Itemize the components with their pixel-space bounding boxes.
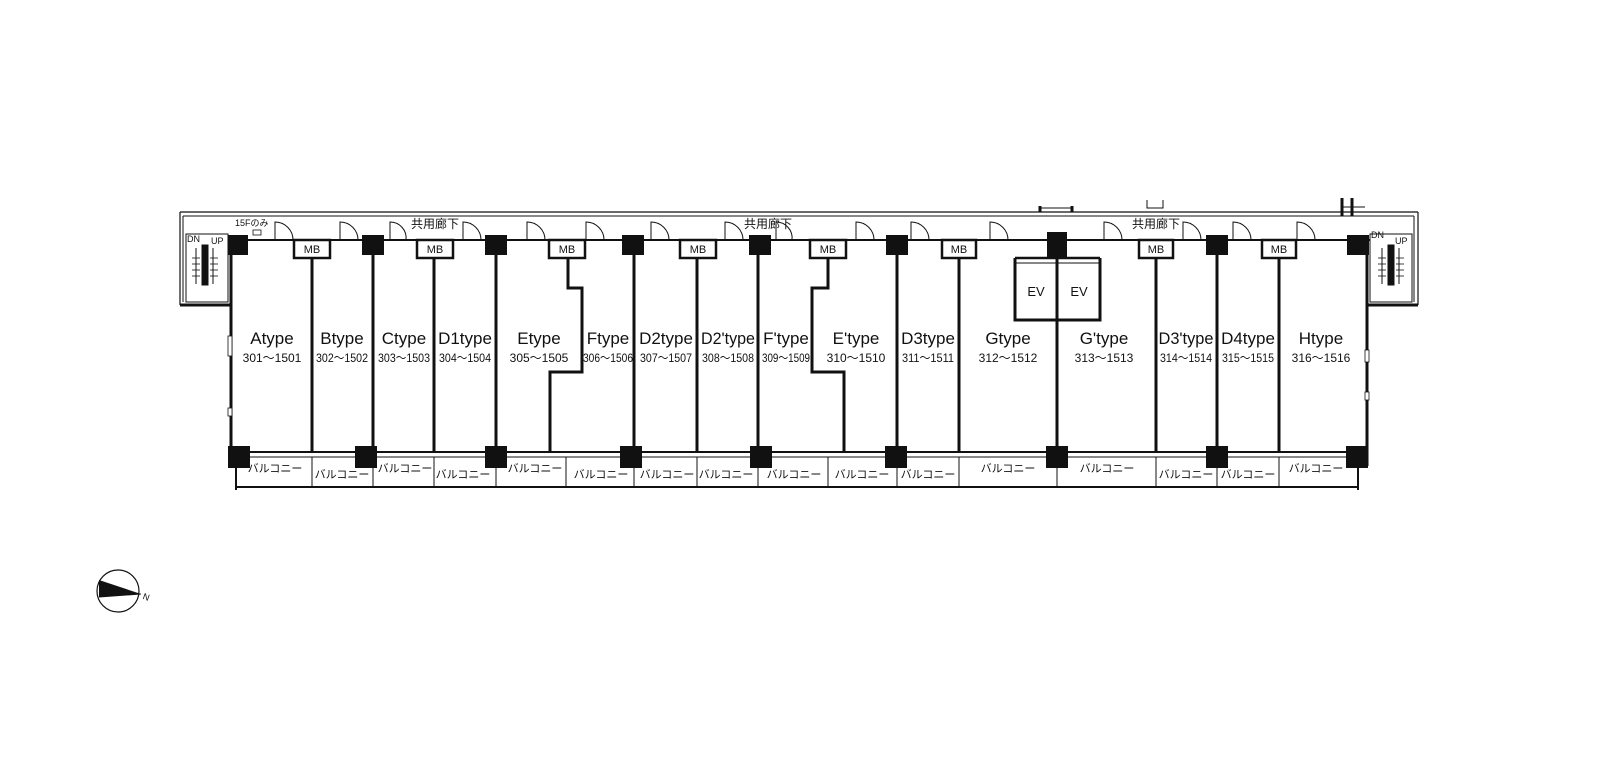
unit-range: 315〜1515 bbox=[1222, 351, 1274, 365]
mb-label: MB bbox=[1148, 244, 1165, 256]
unit-range: 310〜1510 bbox=[827, 351, 886, 365]
stair-dn-label-right: DN bbox=[1371, 230, 1384, 240]
unit-name: Ftype bbox=[587, 329, 630, 348]
unit-name: F'type bbox=[763, 329, 809, 348]
building-walls bbox=[227, 240, 1370, 490]
mb-label: MB bbox=[951, 244, 968, 256]
corridor-label: 共用廊下 bbox=[744, 216, 792, 231]
unit-range: 305〜1505 bbox=[510, 351, 569, 365]
balcony-label: バルコニー bbox=[901, 468, 956, 481]
compass-north-label: N bbox=[141, 591, 151, 603]
unit-range: 301〜1501 bbox=[243, 351, 302, 365]
balcony-label: バルコニー bbox=[640, 468, 695, 481]
stair-right bbox=[1369, 233, 1413, 303]
note-15f-marker bbox=[252, 229, 262, 236]
balcony-label: バルコニー bbox=[1080, 462, 1135, 475]
unit-name: D2'type bbox=[701, 329, 755, 348]
unit-range: 316〜1516 bbox=[1292, 351, 1351, 365]
unit-name: E'type bbox=[833, 329, 880, 348]
unit-name: D1type bbox=[438, 329, 492, 348]
unit-name: Etype bbox=[517, 329, 560, 348]
unit-name: D4type bbox=[1221, 329, 1275, 348]
balcony-label: バルコニー bbox=[699, 468, 754, 481]
mb-label: MB bbox=[690, 244, 707, 256]
unit-range: 314〜1514 bbox=[1160, 351, 1212, 365]
unit-range: 307〜1507 bbox=[640, 351, 692, 365]
unit-range: 311〜1511 bbox=[902, 351, 954, 365]
corridor-label: 共用廊下 bbox=[411, 216, 459, 231]
unit-range: 308〜1508 bbox=[702, 351, 754, 365]
unit-range: 312〜1512 bbox=[979, 351, 1038, 365]
stair-left bbox=[185, 233, 229, 303]
balcony-label: バルコニー bbox=[767, 468, 822, 481]
unit-range: 304〜1504 bbox=[439, 351, 491, 365]
mb-label: MB bbox=[427, 244, 444, 256]
unit-range: 306〜1506 bbox=[583, 351, 633, 365]
mb-label: MB bbox=[304, 244, 321, 256]
stair-up-label-right: UP bbox=[1395, 236, 1408, 246]
note-15f-only: 15Fのみ bbox=[235, 218, 269, 228]
balcony-label: バルコニー bbox=[436, 468, 491, 481]
stair-up-label-left: UP bbox=[211, 236, 224, 246]
unit-name: Gtype bbox=[985, 329, 1030, 348]
balcony-label: バルコニー bbox=[378, 462, 433, 475]
unit-name: Atype bbox=[250, 329, 293, 348]
balcony-label: バルコニー bbox=[1221, 468, 1276, 481]
balcony-label: バルコニー bbox=[574, 468, 629, 481]
unit-name: G'type bbox=[1080, 329, 1129, 348]
unit-name: D3type bbox=[901, 329, 955, 348]
unit-name: Btype bbox=[320, 329, 363, 348]
balcony-label: バルコニー bbox=[835, 468, 890, 481]
ev-label: EV bbox=[1027, 284, 1045, 299]
doors bbox=[274, 221, 1316, 241]
columns bbox=[228, 232, 1369, 468]
unit-name: D3'type bbox=[1159, 329, 1214, 348]
unit-range: 303〜1503 bbox=[378, 351, 430, 365]
unit-name: D2type bbox=[639, 329, 693, 348]
mb-labels: MB MB MB MB MB MB MB MB bbox=[304, 244, 1288, 256]
balcony-label: バルコニー bbox=[248, 462, 303, 475]
balcony-partitions bbox=[311, 457, 1280, 487]
partition-walls bbox=[310, 240, 1281, 452]
unit-range: 309〜1509 bbox=[762, 351, 810, 365]
unit-range: 313〜1513 bbox=[1075, 351, 1134, 365]
mb-label: MB bbox=[1271, 244, 1288, 256]
ev-label: EV bbox=[1070, 284, 1088, 299]
corridor-labels: 共用廊下 共用廊下 共用廊下 bbox=[411, 216, 1180, 231]
mb-label: MB bbox=[820, 244, 837, 256]
balcony-label: バルコニー bbox=[315, 468, 370, 481]
unit-range: 302〜1502 bbox=[316, 351, 368, 365]
mb-label: MB bbox=[559, 244, 576, 256]
balcony-label: バルコニー bbox=[981, 462, 1036, 475]
mb-boxes bbox=[292, 238, 1298, 260]
unit-labels: Atype 301〜1501 Btype 302〜1502 Ctype 303〜… bbox=[243, 329, 1351, 365]
ev-labels: EV EV bbox=[1027, 284, 1088, 299]
balcony-label: バルコニー bbox=[508, 462, 563, 475]
balcony-label: バルコニー bbox=[1159, 468, 1214, 481]
balcony-label: バルコニー bbox=[1289, 462, 1344, 475]
stair-dn-label-left: DN bbox=[187, 234, 200, 244]
balcony-labels: バルコニー バルコニー バルコニー バルコニー バルコニー バルコニー バルコニ… bbox=[248, 462, 1344, 481]
compass-icon: N bbox=[96, 569, 151, 613]
unit-name: Htype bbox=[1299, 329, 1343, 348]
unit-name: Ctype bbox=[382, 329, 426, 348]
corridor-label: 共用廊下 bbox=[1132, 216, 1180, 231]
